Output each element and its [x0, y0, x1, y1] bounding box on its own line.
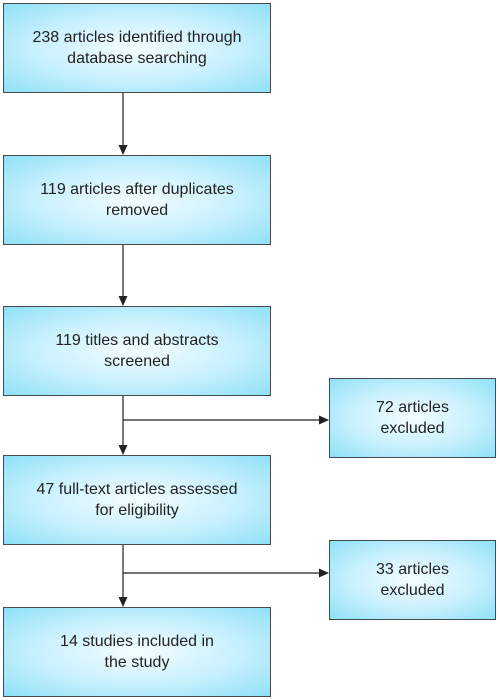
exclusion-box-eligibility-line1: 33 articles [376, 561, 449, 578]
step-box-deduplicated-line2: removed [105, 202, 169, 219]
step-box-identified: 238 articles identified through database… [3, 3, 271, 93]
step-box-screened-line2: screened [104, 353, 170, 370]
exclusion-box-screening: 72 articles excluded [329, 378, 496, 458]
exclusion-box-eligibility-line2: excluded [380, 582, 445, 599]
exclusion-box-screening-line2: excluded [380, 420, 445, 437]
exclusion-box-eligibility: 33 articles excluded [329, 540, 496, 620]
step-box-eligibility-line1: 47 full-text articles assessed [36, 481, 238, 498]
step-box-deduplicated: 119 articles after duplicates removed [3, 155, 271, 245]
step-box-included: 14 studies included in the study [3, 607, 271, 697]
step-box-eligibility-line2: for eligibility [95, 502, 179, 519]
step-box-eligibility: 47 full-text articles assessed for eligi… [3, 455, 271, 545]
step-box-deduplicated-line1: 119 articles after duplicates [40, 181, 234, 198]
step-box-screened: 119 titles and abstracts screened [3, 306, 271, 396]
step-box-included-line2: the study [104, 654, 170, 671]
step-box-identified-line1: 238 articles identified through [32, 29, 242, 46]
step-box-screened-line1: 119 titles and abstracts [55, 332, 219, 349]
exclusion-box-screening-line1: 72 articles [376, 399, 449, 416]
step-box-identified-line2: database searching [67, 50, 207, 67]
step-box-included-line1: 14 studies included in [60, 633, 214, 650]
